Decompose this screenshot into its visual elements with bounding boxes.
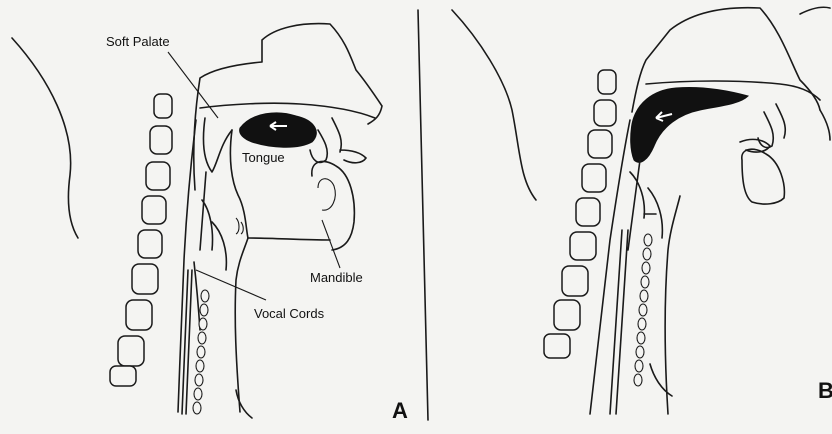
pharynx-inner-b (628, 160, 640, 250)
epiglottis-a (236, 218, 239, 234)
vocal-cords-label: Vocal Cords (254, 306, 325, 321)
esophagus-b (610, 230, 628, 414)
larynx-b (630, 172, 662, 238)
spine-b (544, 70, 616, 358)
soft-palate-shape-a (203, 118, 232, 172)
neck-back-contour-a (12, 38, 78, 238)
hyoid-a (241, 222, 243, 234)
mandible-leader (322, 220, 340, 268)
soft-palate-label: Soft Palate (106, 34, 170, 49)
panel-divider (418, 10, 428, 420)
mandible-inner-a (318, 179, 335, 210)
panel-b-label: B (818, 378, 832, 403)
trachea-a (193, 290, 209, 414)
neck-front-b (665, 196, 680, 414)
tongue-shape-b (631, 87, 748, 162)
mandible-shape-b (742, 149, 785, 204)
teeth-a (310, 118, 366, 163)
skull-outline-a (194, 24, 382, 190)
tongue-shape-a (240, 113, 317, 147)
spine-a (110, 94, 172, 386)
neck-front-a (235, 238, 248, 412)
teeth-b (740, 104, 785, 152)
panel-a: Soft Palate Tongue Mandible Vocal Cords … (12, 24, 408, 423)
tongue-label: Tongue (242, 150, 285, 165)
soft-palate-leader (168, 52, 218, 118)
mandible-shape-a (312, 161, 355, 250)
panel-b: B (452, 7, 832, 414)
clavicle-b (650, 364, 672, 396)
skull-top-b (800, 7, 830, 14)
pharynx-inner-a (200, 172, 206, 250)
trachea-b (634, 234, 652, 386)
larynx-a (194, 200, 226, 330)
panel-a-label: A (392, 398, 408, 423)
mandible-label: Mandible (310, 270, 363, 285)
face-front-b (820, 110, 830, 140)
neck-back-contour-b (452, 10, 536, 200)
